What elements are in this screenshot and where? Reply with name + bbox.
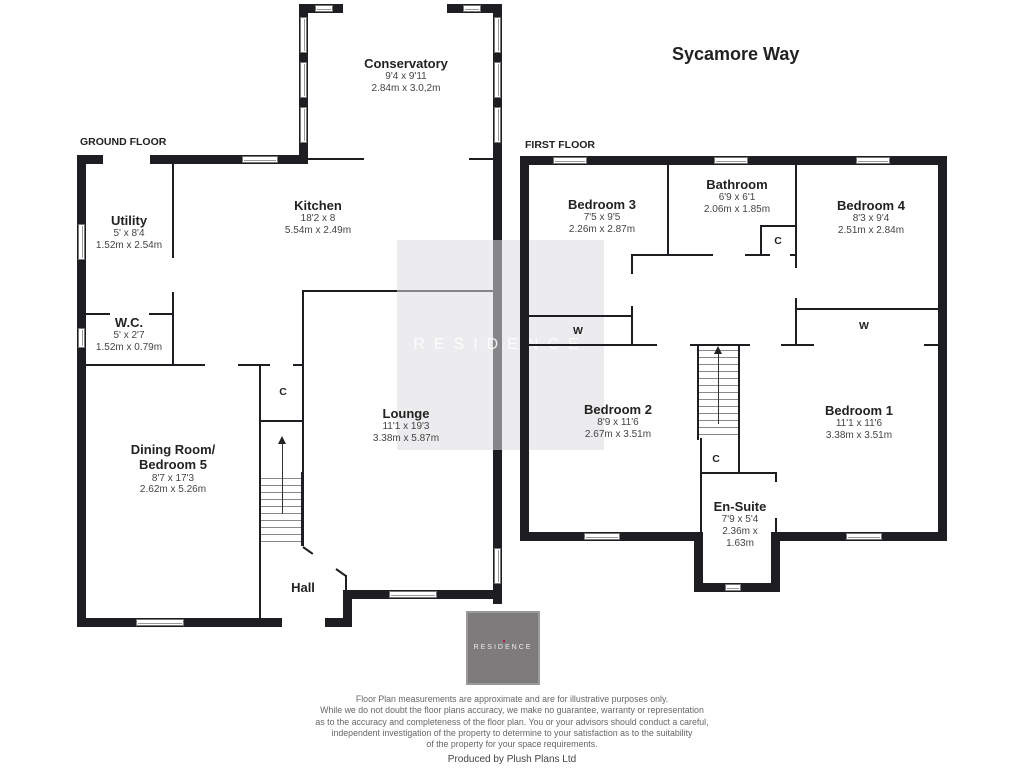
wall [771,532,780,592]
wall [150,155,308,164]
window [856,157,890,164]
partition [149,313,173,315]
partition [293,364,303,366]
window [463,5,481,12]
window [494,548,501,584]
disclaimer: Floor Plan measurements are approximate … [315,694,709,749]
room-bathroom: Bathroom 6'9 x 6'1 2.06m x 1.85m [703,177,771,216]
partition [795,165,797,268]
partition [308,158,364,160]
partition [745,254,770,256]
window [300,62,307,98]
partition [86,364,205,366]
wardrobe-label: W [859,320,869,332]
room-bedroom-4: Bedroom 4 8'3 x 9'4 2.51m x 2.84m [837,198,905,237]
partition [781,344,814,346]
window [494,62,501,98]
wall [343,590,352,627]
ground-floor-label: GROUND FLOOR [80,136,167,148]
partition [760,225,762,255]
partition [86,313,110,315]
partition [795,308,938,310]
stair-direction-arrow [718,352,719,424]
room-en-suite: En-Suite 7'9 x 5'4 2.36m x 1.63m [713,499,767,549]
first-floor-label: FIRST FLOOR [525,139,595,151]
producer-credit: Produced by Plush Plans Ltd [447,754,577,765]
room-bedroom-1: Bedroom 1 11'1 x 11'6 3.38m x 3.51m [825,403,893,442]
room-bedroom-3: Bedroom 3 7'5 x 9'5 2.26m x 2.87m [568,197,636,236]
wall [938,156,947,541]
room-wc: W.C. 5' x 2'7 1.52m x 0.79m [95,315,163,354]
partition [238,364,270,366]
wall [325,618,352,627]
room-hall: Hall [291,580,315,595]
partition [172,163,174,258]
partition [775,518,777,534]
partition [700,472,776,474]
partition [924,344,938,346]
partition [529,315,632,317]
room-dining-room-bedroom-5: Dining Room/ Bedroom 5 8'7 x 17'3 2.62m … [130,442,216,496]
wardrobe-label: W [573,325,583,337]
window [553,157,587,164]
window [725,584,741,591]
partition [700,438,702,532]
cupboard-label: C [712,453,720,465]
window [300,17,307,53]
window [494,17,501,53]
partition [631,254,633,274]
wall [77,155,103,164]
stair-direction-arrow [282,442,283,514]
window [136,619,184,626]
window [714,157,748,164]
partition [259,420,303,422]
arrow-up-icon [278,436,286,444]
partition [795,298,797,346]
partition [529,344,657,346]
partition [345,575,347,591]
property-title: Sycamore Way [672,44,800,64]
room-bedroom-2: Bedroom 2 8'9 x 11'6 2.67m x 3.51m [584,402,652,441]
partition [790,254,796,256]
partition [631,306,633,346]
room-conservatory: Conservatory 9'4 x 9'11 2.84m x 3.0,2m [364,56,448,95]
window [78,328,85,348]
partition [667,165,669,255]
wall [77,155,86,627]
cupboard-label: C [774,235,782,247]
window [78,224,85,260]
window [300,107,307,143]
room-kitchen: Kitchen 18'2 x 8 5.54m x 2.49m [284,198,352,237]
window [584,533,620,540]
partition [775,472,777,482]
partition [631,254,713,256]
window [494,107,501,143]
window [315,5,333,12]
wall [520,156,529,541]
wall [694,532,703,592]
arrow-up-icon [714,346,722,354]
cupboard-label: C [279,386,287,398]
room-utility: Utility 5' x 8'4 1.52m x 2.54m [95,213,163,252]
partition [760,225,795,227]
door-swing [302,546,314,555]
room-lounge: Lounge 11'1 x 19'3 3.38m x 5.87m [372,406,440,445]
partition [172,292,174,364]
window [242,156,278,163]
window [846,533,882,540]
partition [469,158,494,160]
staircase [259,472,303,546]
residence-logo: RESIDENCE [466,611,540,685]
window [389,591,437,598]
partition [302,290,304,546]
